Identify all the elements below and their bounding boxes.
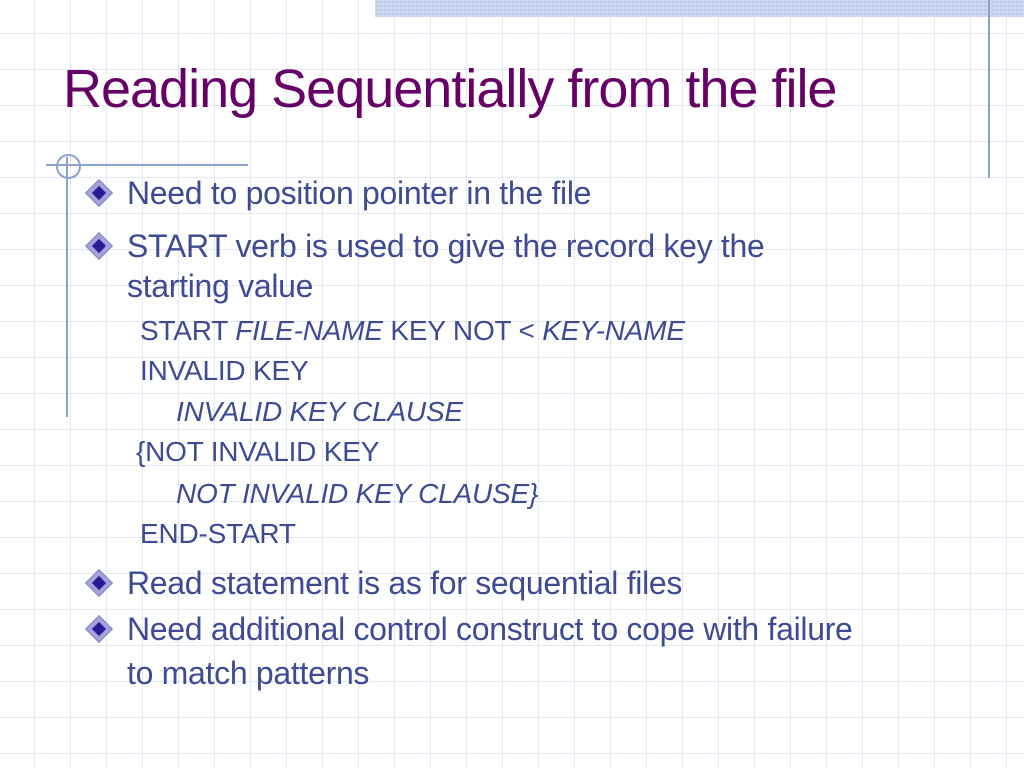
bullet-text: Need additional control construct to cop… (127, 611, 853, 647)
bullet-text: Read statement is as for sequential file… (127, 565, 683, 601)
bullet-diamond-icon (86, 233, 112, 259)
code-line: {NOT INVALID KEY (136, 436, 380, 467)
slide-title: Reading Sequentially from the file (63, 59, 837, 119)
right-vertical-line (988, 0, 990, 178)
code-segment-italic: FILE-NAME (235, 315, 383, 346)
circle-decoration (56, 154, 81, 179)
code-line-italic: NOT INVALID KEY CLAUSE} (176, 478, 539, 509)
code-segment: KEY NOT < (382, 315, 543, 346)
bullet-diamond-icon (86, 180, 112, 206)
bullet-text: Need to position pointer in the file (127, 175, 592, 211)
title-underline (46, 164, 248, 166)
code-line: START FILE-NAME KEY NOT < KEY-NAME (140, 317, 685, 345)
code-line: INVALID KEY (140, 355, 309, 386)
code-line: END-START (140, 518, 296, 549)
top-right-bar-decoration (375, 0, 1024, 17)
bullet-text: START verb is used to give the record ke… (127, 228, 765, 264)
bullet-text-continuation: to match patterns (127, 655, 370, 691)
bullet-text-continuation: starting value (127, 268, 314, 304)
code-segment: START (140, 315, 236, 346)
bullet-diamond-icon (86, 570, 112, 596)
code-segment-italic: KEY-NAME (542, 315, 685, 346)
left-vertical-line (66, 157, 68, 417)
code-line-italic: INVALID KEY CLAUSE (176, 396, 463, 427)
bullet-diamond-icon (86, 616, 112, 642)
